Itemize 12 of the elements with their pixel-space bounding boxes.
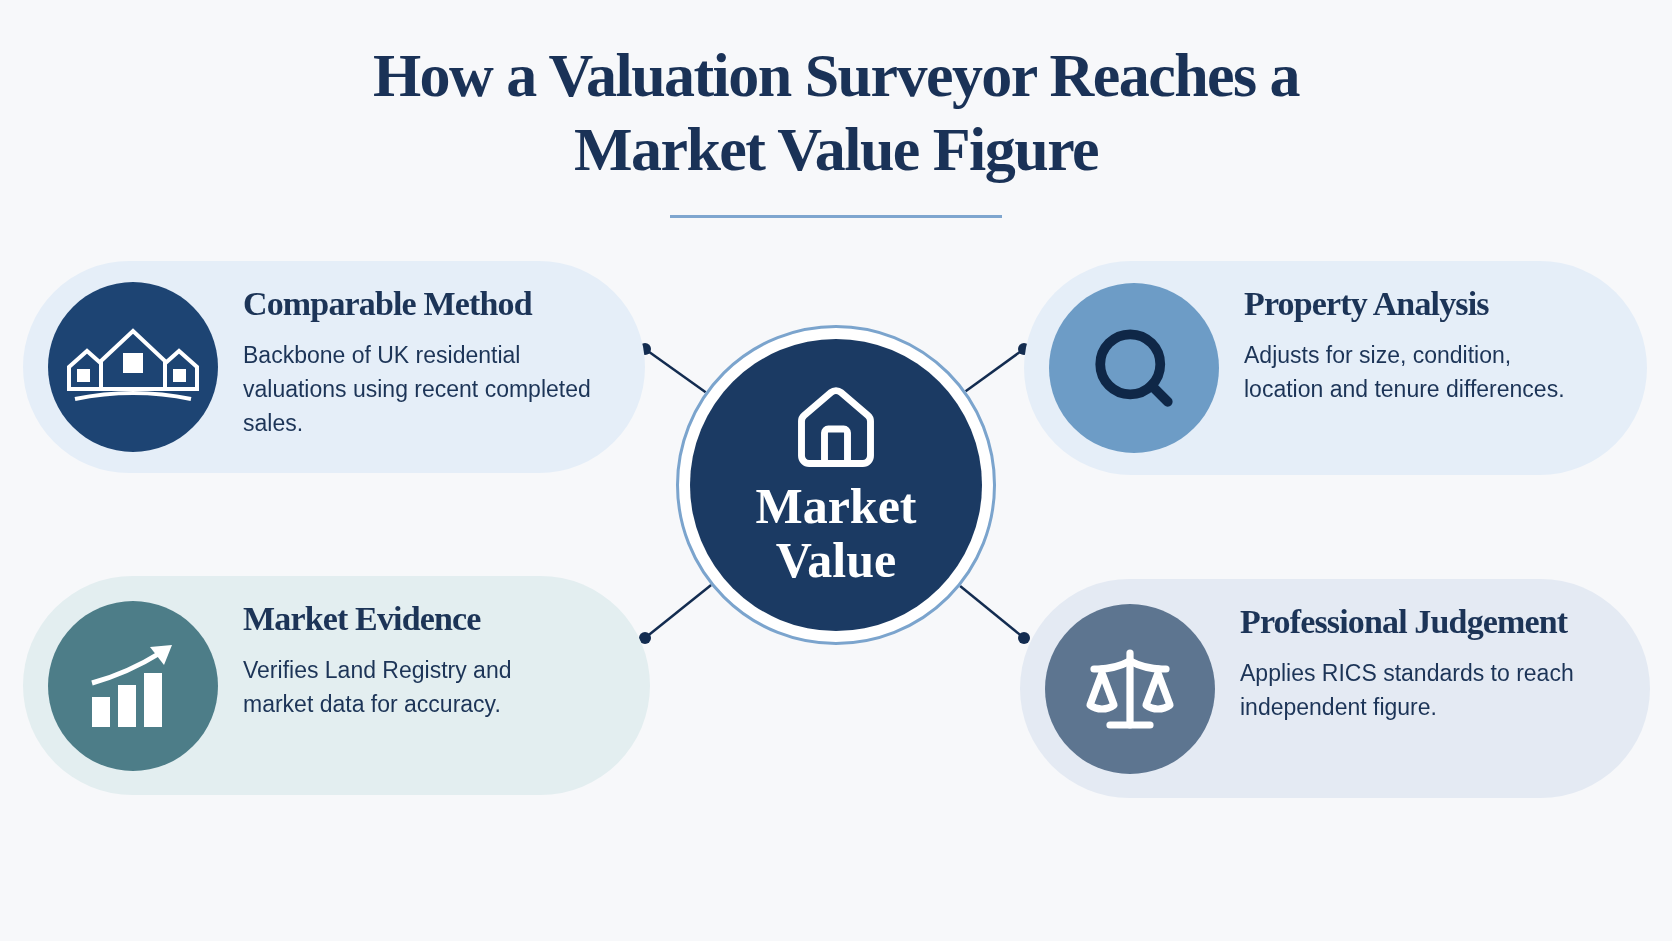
card-description: Applies RICS standards to reach independent figure.: [1240, 658, 1575, 722]
card-description: Adjusts for size, condition, location and tenure differences.: [1244, 340, 1566, 404]
title: How a Valuation Surveyor Reaches a Market Value Figure: [371, 40, 1301, 185]
card-heading: Comparable Method: [243, 284, 534, 324]
connector-line: [959, 585, 1030, 644]
connector-line: [639, 584, 712, 644]
card-description: Verifies Land Registry and market data for accuracy.: [243, 655, 513, 719]
card-heading: Property Analysis: [1244, 284, 1490, 324]
card-description: Backbone of UK residential valuations using recent completed sales.: [243, 340, 592, 438]
center-label: Market Value: [754, 479, 918, 587]
card-heading: Professional Judgement: [1240, 602, 1569, 642]
card-heading: Market Evidence: [243, 599, 482, 639]
